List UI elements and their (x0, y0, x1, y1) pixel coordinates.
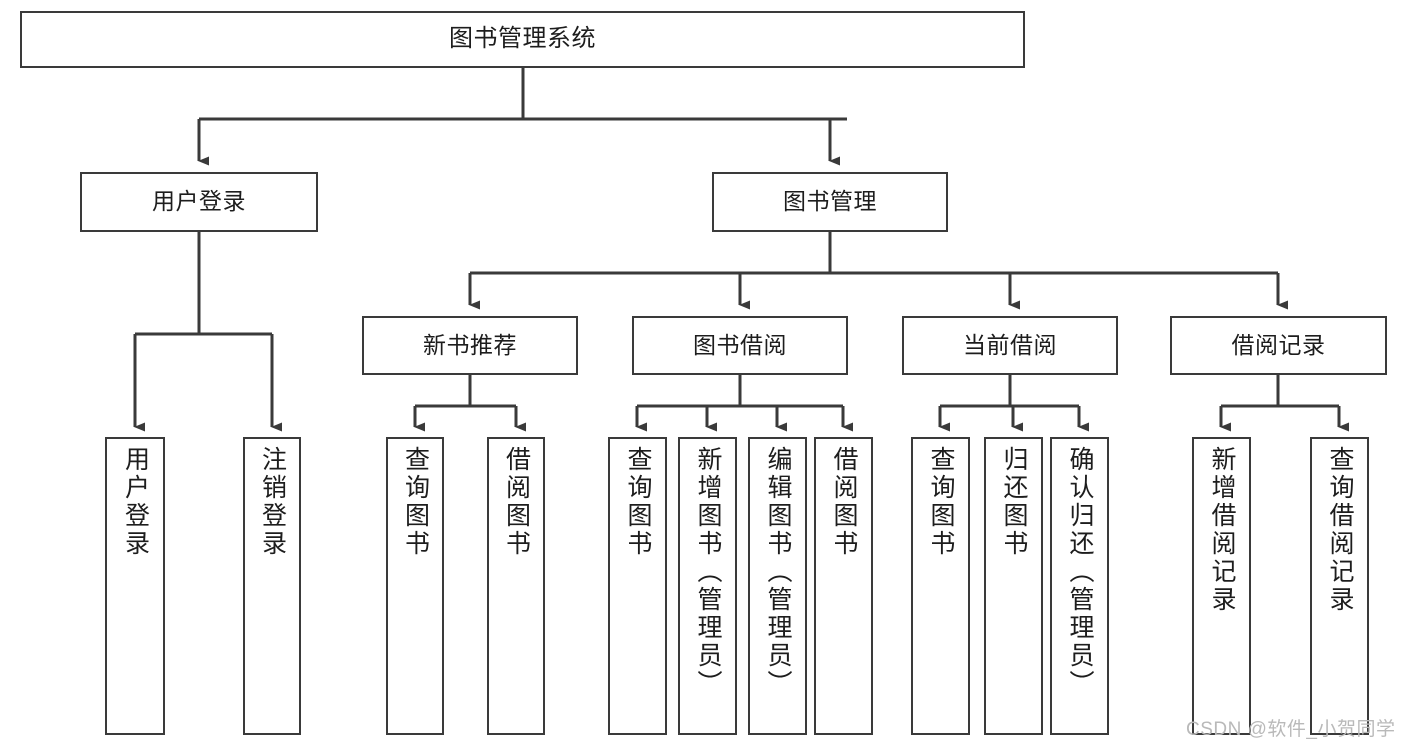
leaf-query-book-recommend[interactable]: 查询图书 (386, 437, 444, 735)
node-book-borrow-label: 图书借阅 (693, 331, 787, 358)
leaf-add-borrow-record[interactable]: 新增借阅记录 (1192, 437, 1251, 735)
watermark: CSDN @软件_小贺同学 (1186, 719, 1396, 740)
node-book-management[interactable]: 图书管理 (712, 172, 948, 232)
leaf-add-book-admin-label: 新增图书（管理员） (694, 446, 722, 698)
edge-group-user-login (133, 232, 282, 432)
node-root[interactable]: 图书管理系统 (20, 11, 1025, 68)
node-new-book-recommend[interactable]: 新书推荐 (362, 316, 578, 375)
leaf-borrow-book[interactable]: 借阅图书 (814, 437, 873, 735)
leaf-query-borrow-record-label: 查询借阅记录 (1326, 446, 1354, 614)
node-current-borrow[interactable]: 当前借阅 (902, 316, 1118, 375)
leaf-edit-book-admin-label: 编辑图书（管理员） (764, 446, 792, 698)
leaf-borrow-book-label: 借阅图书 (830, 446, 858, 558)
leaf-query-borrow-record[interactable]: 查询借阅记录 (1310, 437, 1369, 735)
node-new-book-recommend-label: 新书推荐 (423, 331, 517, 358)
leaf-user-login-label: 用户登录 (121, 446, 150, 558)
leaf-query-book-borrow[interactable]: 查询图书 (608, 437, 667, 735)
leaf-confirm-return-admin[interactable]: 确认归还（管理员） (1050, 437, 1109, 735)
leaf-borrow-book-recommend[interactable]: 借阅图书 (487, 437, 545, 735)
node-borrow-record-label: 借阅记录 (1231, 331, 1326, 358)
node-book-management-label: 图书管理 (783, 188, 877, 215)
leaf-add-book-admin[interactable]: 新增图书（管理员） (678, 437, 737, 735)
edge-group-current-borrow (938, 375, 1089, 432)
leaf-borrow-book-recommend-label: 借阅图书 (502, 446, 531, 558)
node-root-label: 图书管理系统 (449, 25, 596, 53)
leaf-edit-book-admin[interactable]: 编辑图书（管理员） (748, 437, 807, 735)
edge-group-root (197, 68, 847, 166)
node-current-borrow-label: 当前借阅 (963, 331, 1057, 358)
leaf-user-login[interactable]: 用户登录 (105, 437, 165, 735)
leaf-query-book-current-label: 查询图书 (927, 446, 955, 558)
node-book-borrow[interactable]: 图书借阅 (632, 316, 848, 375)
node-borrow-record[interactable]: 借阅记录 (1170, 316, 1387, 375)
node-user-login-label: 用户登录 (152, 188, 246, 215)
leaf-add-borrow-record-label: 新增借阅记录 (1208, 446, 1236, 614)
leaf-query-book-recommend-label: 查询图书 (401, 446, 430, 558)
edge-group-book-management (468, 232, 1288, 310)
leaf-logout-label: 注销登录 (258, 446, 287, 558)
node-user-login[interactable]: 用户登录 (80, 172, 318, 232)
leaf-query-book-current[interactable]: 查询图书 (911, 437, 970, 735)
edge-group-book-borrow (635, 375, 853, 432)
leaf-query-book-borrow-label: 查询图书 (624, 446, 652, 558)
leaf-return-book[interactable]: 归还图书 (984, 437, 1043, 735)
leaf-logout[interactable]: 注销登录 (243, 437, 301, 735)
edge-group-new-book (413, 375, 526, 432)
leaf-return-book-label: 归还图书 (1000, 446, 1028, 558)
leaf-confirm-return-admin-label: 确认归还（管理员） (1066, 446, 1094, 698)
edge-group-borrow-record (1219, 375, 1349, 432)
